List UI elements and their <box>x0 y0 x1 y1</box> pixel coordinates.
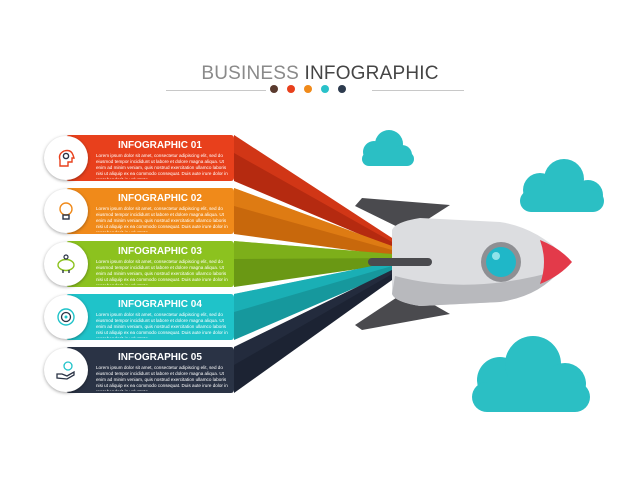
rocket-nose <box>540 240 572 284</box>
ray-4 <box>234 262 392 340</box>
rocket-middle-fin <box>368 258 432 266</box>
cloud-small-icon <box>362 130 414 166</box>
page-title: BUSINESS INFOGRAPHIC <box>0 63 640 85</box>
item-label: INFOGRAPHIC 03 <box>118 246 202 257</box>
cloud-medium-icon <box>520 159 604 212</box>
title-dot <box>287 85 295 93</box>
title-dot <box>270 85 278 93</box>
cloud-large-icon <box>472 336 590 412</box>
hand-money-icon <box>56 361 75 380</box>
item-body: Lorem ipsum dolor sit amet, consectetur … <box>96 206 228 232</box>
ray-highlight-2 <box>234 188 392 250</box>
title-part-infographic: INFOGRAPHIC <box>304 63 439 84</box>
item-body: Lorem ipsum dolor sit amet, consectetur … <box>96 312 228 338</box>
item-strip <box>66 135 234 181</box>
ray-highlight-5 <box>234 270 392 365</box>
item-strip <box>66 241 234 287</box>
title-dots <box>270 85 346 95</box>
item-body: Lorem ipsum dolor sit amet, consectetur … <box>96 259 228 285</box>
title-dot <box>338 85 346 93</box>
ray-highlight-3 <box>234 241 392 259</box>
infographic-item-04: INFOGRAPHIC 04 Lorem ipsum dolor sit ame… <box>44 294 234 340</box>
item-badge <box>44 348 88 392</box>
item-label: INFOGRAPHIC 01 <box>118 140 202 151</box>
item-badge <box>44 242 88 286</box>
title-dot <box>321 85 329 93</box>
rocket-bottom-fin <box>355 290 450 330</box>
item-label: INFOGRAPHIC 05 <box>118 352 202 363</box>
rocket-top-fin <box>355 198 450 232</box>
title-part-business: BUSINESS <box>201 63 300 84</box>
title-divider-left <box>166 90 266 91</box>
item-body: Lorem ipsum dolor sit amet, consectetur … <box>96 153 228 179</box>
infographic-item-05: INFOGRAPHIC 05 Lorem ipsum dolor sit ame… <box>44 347 234 393</box>
target-icon <box>57 308 75 326</box>
lightbulb-icon <box>59 202 73 220</box>
item-label: INFOGRAPHIC 02 <box>118 193 202 204</box>
title-dot <box>304 85 312 93</box>
item-strip <box>66 294 234 340</box>
item-strip <box>66 188 234 234</box>
item-label: INFOGRAPHIC 04 <box>118 299 202 310</box>
infographic-item-01: INFOGRAPHIC 01 Lorem ipsum dolor sit ame… <box>44 135 234 181</box>
title-divider-right <box>372 90 464 91</box>
ray-5 <box>234 270 392 393</box>
item-badge <box>44 295 88 339</box>
infographic-item-03: INFOGRAPHIC 03 Lorem ipsum dolor sit ame… <box>44 241 234 287</box>
rocket-body-shade <box>392 270 560 306</box>
item-strip <box>66 347 234 393</box>
infographic-item-02: INFOGRAPHIC 02 Lorem ipsum dolor sit ame… <box>44 188 234 234</box>
item-badge <box>44 189 88 233</box>
item-badge <box>44 136 88 180</box>
rocket-window <box>486 247 516 277</box>
rocket-window-glint <box>492 252 500 260</box>
ray-highlight-1 <box>234 135 392 242</box>
ray-highlight-4 <box>234 262 392 312</box>
piggy-bank-icon <box>57 254 75 273</box>
gear-head-icon <box>58 149 75 167</box>
item-body: Lorem ipsum dolor sit amet, consectetur … <box>96 365 228 391</box>
